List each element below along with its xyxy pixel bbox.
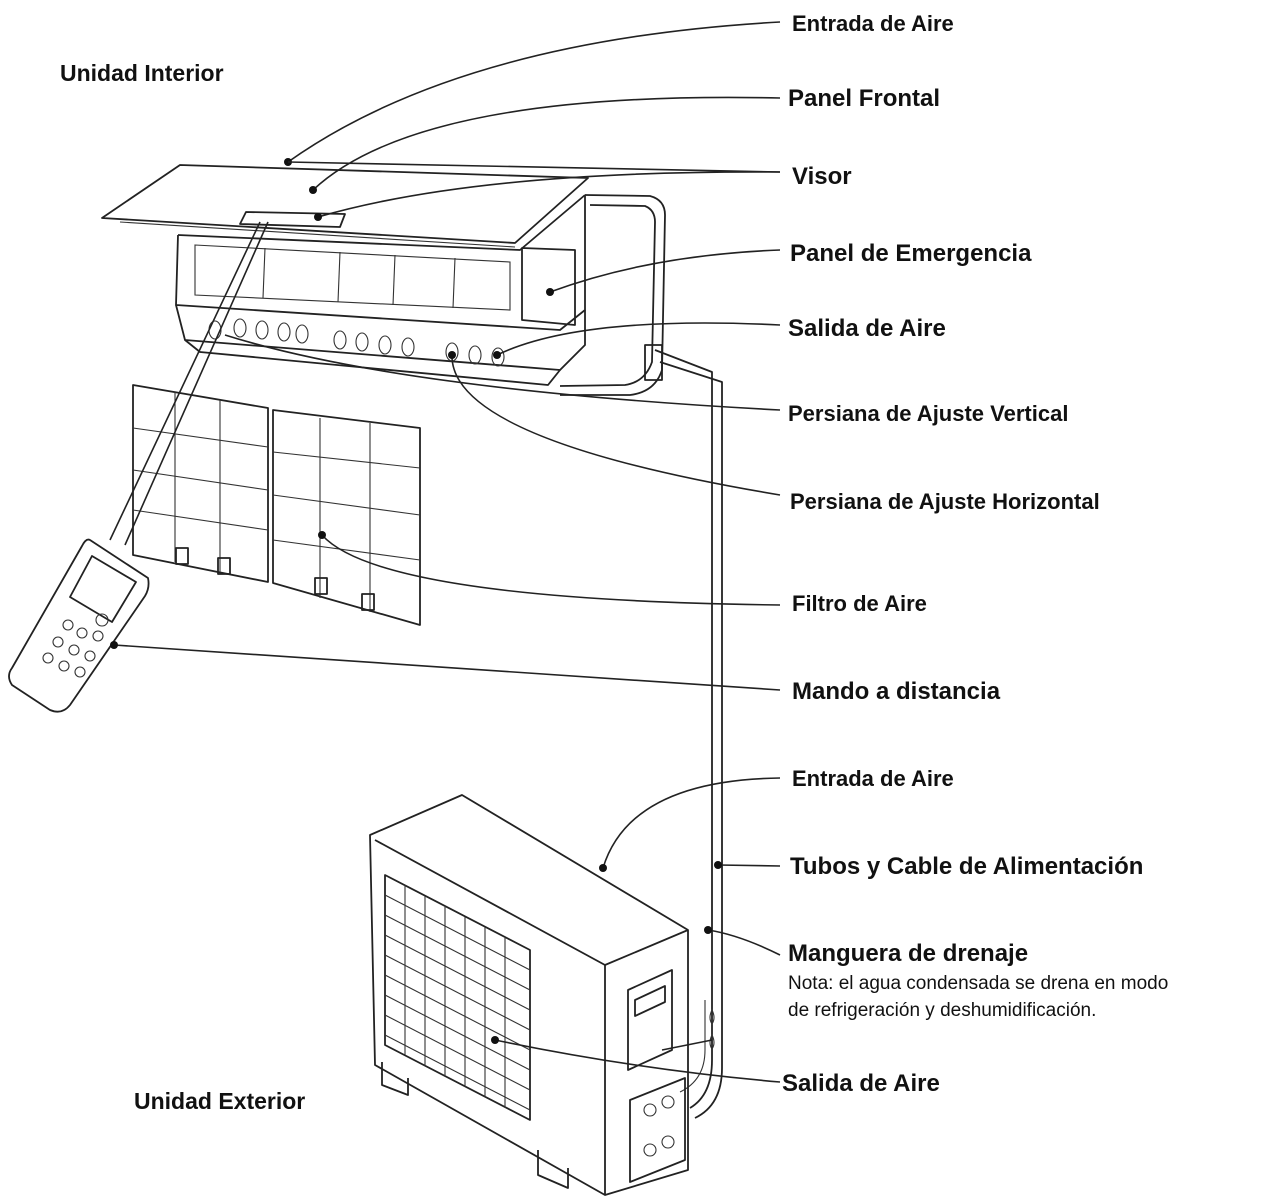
outdoor-unit-title: Unidad Exterior bbox=[134, 1088, 306, 1114]
leader-remote bbox=[113, 644, 781, 691]
drain-note-line-2: de refrigeración y deshumidificación. bbox=[788, 1000, 1097, 1021]
leader-dot bbox=[546, 288, 554, 296]
label-air-inlet-bottom: Entrada de Aire bbox=[792, 766, 954, 791]
remote-control-illustration bbox=[8, 538, 150, 713]
leader-dot bbox=[318, 531, 326, 539]
leader-pipes-cable bbox=[717, 864, 781, 867]
label-air-outlet-top: Salida de Aire bbox=[788, 315, 946, 342]
label-horizontal-louver: Persiana de Ajuste Horizontal bbox=[790, 489, 1100, 514]
indoor-unit-illustration bbox=[101, 164, 666, 396]
label-remote: Mando a distancia bbox=[792, 678, 1001, 705]
label-air-outlet-bottom: Salida de Aire bbox=[782, 1070, 940, 1097]
leader-drain-connection bbox=[661, 1039, 713, 1051]
leader-display bbox=[317, 171, 781, 218]
leader-dot bbox=[110, 641, 118, 649]
leader-lines bbox=[109, 21, 781, 1083]
leader-dot bbox=[309, 186, 317, 194]
label-emergency-panel: Panel de Emergencia bbox=[790, 240, 1032, 267]
label-drain-hose: Manguera de drenaje bbox=[788, 940, 1029, 967]
leader-front-panel bbox=[312, 96, 781, 191]
leader-dot bbox=[448, 351, 456, 359]
label-pipes-cable: Tubos y Cable de Alimentación bbox=[790, 853, 1144, 880]
label-vertical-louver: Persiana de Ajuste Vertical bbox=[788, 401, 1069, 426]
leader-dot bbox=[704, 926, 712, 934]
leader-remote-to-display-2 bbox=[124, 221, 269, 546]
leader-dot bbox=[714, 861, 722, 869]
leader-dot bbox=[599, 864, 607, 872]
leader-drain-hose bbox=[707, 929, 781, 956]
leader-air-outlet-bottom bbox=[494, 1039, 781, 1083]
leader-dot bbox=[314, 213, 322, 221]
label-front-panel: Panel Frontal bbox=[788, 85, 941, 112]
label-air-filter: Filtro de Aire bbox=[792, 591, 927, 616]
label-display: Visor bbox=[792, 163, 852, 190]
leader-dot bbox=[493, 351, 501, 359]
leader-air-filter bbox=[321, 534, 781, 606]
leader-air-inlet-bottom bbox=[602, 777, 781, 869]
drain-note-line-1: Nota: el agua condensada se drena en mod… bbox=[788, 973, 1169, 994]
indoor-unit-title: Unidad Interior bbox=[60, 60, 224, 86]
leader-dot bbox=[491, 1036, 499, 1044]
air-filter-illustration bbox=[132, 384, 421, 626]
leader-vertical-louver bbox=[224, 334, 781, 411]
pipes-illustration bbox=[654, 349, 723, 1119]
leader-air-inlet-top bbox=[287, 21, 781, 163]
leader-air-outlet-top bbox=[496, 322, 781, 356]
label-air-inlet-top: Entrada de Aire bbox=[792, 11, 954, 36]
leader-horizontal-louver bbox=[451, 354, 781, 496]
leader-remote-to-display bbox=[109, 221, 261, 541]
leader-display-secondary bbox=[287, 161, 781, 173]
leader-emergency-panel bbox=[549, 249, 781, 293]
outdoor-unit-illustration bbox=[369, 794, 689, 1196]
